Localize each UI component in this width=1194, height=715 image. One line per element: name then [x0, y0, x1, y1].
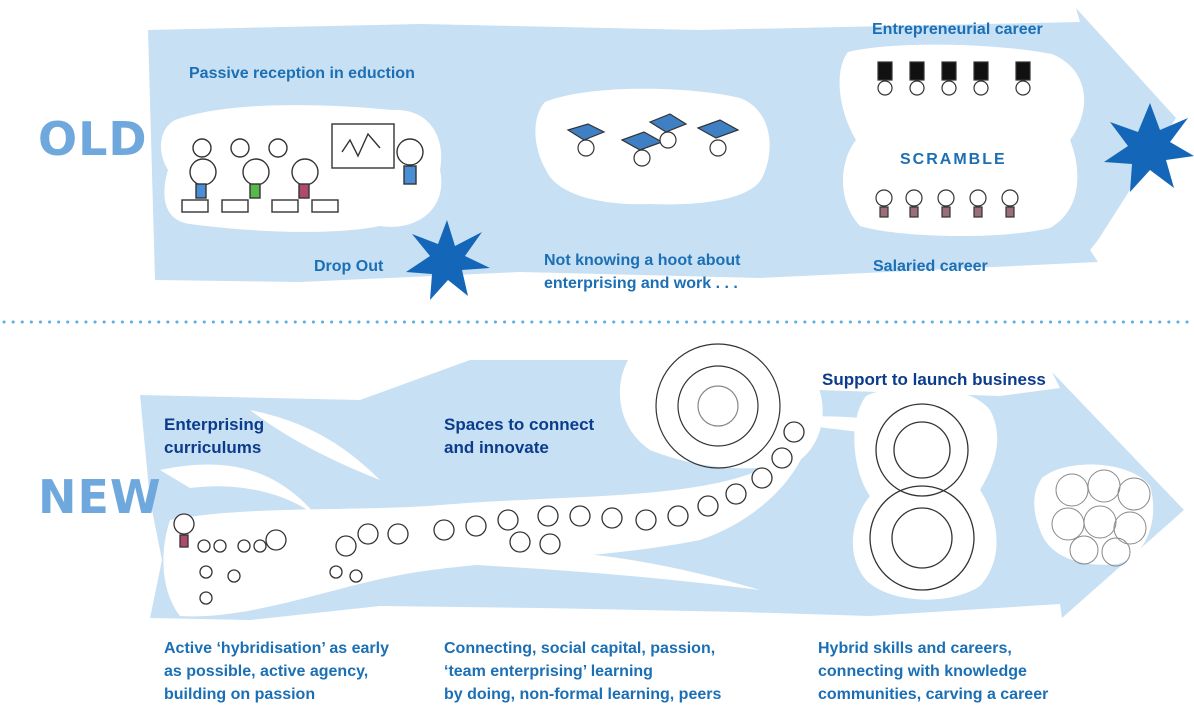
salaried-career-text: Salaried career — [873, 258, 988, 275]
active-line-2: as possible, active agency, — [164, 663, 369, 680]
graduates-blob — [535, 88, 770, 205]
new-label: NEW — [38, 470, 162, 524]
not-knowing-line-2: enterprising and work . . . — [544, 275, 738, 292]
ring-illustration — [655, 343, 781, 469]
connecting-line-1: Connecting, social capital, passion, — [444, 640, 716, 657]
support-heading: Support to launch business — [822, 370, 1046, 389]
classroom-illustration — [181, 123, 424, 213]
figure-eight-illustration — [869, 403, 975, 591]
enterprising-line-1: Enterprising — [164, 415, 265, 434]
spaces-line-1: Spaces to connect — [444, 415, 595, 434]
network-illustration — [1051, 469, 1151, 567]
not-knowing-line-1: Not knowing a hoot about — [544, 252, 741, 269]
people-path-blob — [163, 395, 812, 617]
active-line-1: Active ‘hybridisation’ as early — [164, 640, 389, 657]
spaces-line-2: and innovate — [444, 438, 549, 457]
connecting-line-2: ‘team enterprising’ learning — [444, 663, 653, 680]
active-line-3: building on passion — [164, 686, 316, 703]
hybrid-skills-text: Hybrid skills and careers, connecting wi… — [818, 637, 1048, 706]
hybrid-line-3: communities, carving a career — [818, 686, 1049, 703]
hybrid-line-2: connecting with knowledge — [818, 663, 1027, 680]
scramble-text: SCRAMBLE — [900, 151, 1007, 168]
old-label: OLD — [38, 112, 148, 166]
enterprising-line-2: curriculums — [164, 438, 262, 457]
salaried-people-illustration — [875, 189, 1019, 218]
dropout-star-icon — [406, 220, 490, 300]
eight-blob — [852, 386, 998, 600]
connecting-text: Connecting, social capital, passion, ‘te… — [444, 637, 721, 706]
dropout-text: Drop Out — [314, 258, 384, 275]
enterprising-curriculums-heading: Enterprising curriculums — [164, 413, 264, 459]
hybrid-line-1: Hybrid skills and careers, — [818, 640, 1012, 657]
active-hybridisation-text: Active ‘hybridisation’ as early as possi… — [164, 637, 389, 706]
connecting-line-3: by doing, non-formal learning, peers — [444, 686, 722, 703]
not-knowing-text: Not knowing a hoot about enterprising an… — [544, 249, 740, 295]
spaces-heading: Spaces to connect and innovate — [444, 413, 594, 459]
swoosh-2 — [250, 410, 380, 480]
people-line-illustration — [173, 421, 805, 605]
top-hats-illustration — [877, 61, 1031, 96]
entrepreneurial-career-text: Entrepreneurial career — [872, 21, 1043, 38]
passive-reception-text: Passive reception in eduction — [189, 65, 415, 82]
ring-blob — [619, 344, 823, 469]
graduates-illustration — [566, 113, 740, 167]
swoosh-1 — [160, 464, 320, 520]
end-star-icon — [1104, 103, 1194, 192]
careers-blob — [839, 44, 1085, 237]
